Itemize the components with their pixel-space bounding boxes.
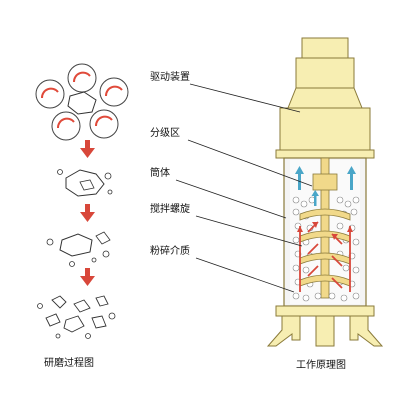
leader-media	[195, 257, 295, 293]
flange	[275, 149, 375, 159]
motor-flare	[287, 87, 363, 109]
grinding-ball	[89, 109, 119, 139]
leader-drive	[189, 83, 301, 113]
caption-grinding-process: 研磨过程图	[44, 356, 94, 369]
motor-cap	[301, 37, 349, 59]
grinding-ball	[99, 77, 129, 107]
label-classification-zone: 分级区	[150, 127, 180, 139]
leader-screw	[195, 215, 303, 247]
rotation-mark	[104, 85, 123, 97]
leader-cylinder	[175, 179, 287, 219]
caption-working-principle: 工作原理图	[296, 359, 346, 371]
drive-unit	[275, 37, 375, 159]
stage-3-fragments	[46, 231, 111, 267]
leader-classify	[187, 139, 313, 187]
right-leg	[349, 315, 384, 347]
leader-lines	[175, 83, 313, 293]
motor-body	[295, 57, 355, 89]
working-principle-figure: 驱动装置 分级区 筒体 搅拌螺旋 粉碎介质 工作原理图	[150, 37, 384, 371]
center-foot	[315, 315, 335, 347]
gearbox	[279, 107, 371, 151]
base-frame	[266, 305, 384, 347]
grinding-ball	[35, 79, 65, 109]
bottom-flange	[275, 305, 375, 317]
process-arrow	[80, 204, 95, 222]
rotation-mark	[56, 117, 75, 129]
stage-1-balls	[35, 63, 129, 141]
coarse-particle	[67, 91, 97, 115]
label-cylinder: 筒体	[150, 166, 170, 179]
grinding-process-figure: 研磨过程图	[35, 63, 129, 369]
classifier-hub	[312, 173, 338, 191]
rotation-mark	[94, 115, 113, 127]
rotation-mark	[40, 87, 59, 99]
stage-4-fine-powder	[37, 295, 116, 339]
label-screw-agitator: 搅拌螺旋	[150, 202, 190, 215]
grinding-ball	[67, 63, 97, 93]
cylinder	[283, 157, 367, 307]
material-flow-arrowheads	[297, 222, 353, 240]
left-leg	[266, 315, 301, 347]
rotation-mark	[72, 71, 91, 83]
label-drive-unit: 驱动装置	[150, 70, 190, 83]
shaft	[320, 157, 330, 299]
process-arrow	[80, 140, 95, 158]
grinding-ball	[51, 111, 81, 141]
label-grinding-media: 粉碎介质	[150, 244, 190, 257]
stage-2-fragments	[57, 169, 113, 197]
process-arrow	[80, 268, 95, 286]
